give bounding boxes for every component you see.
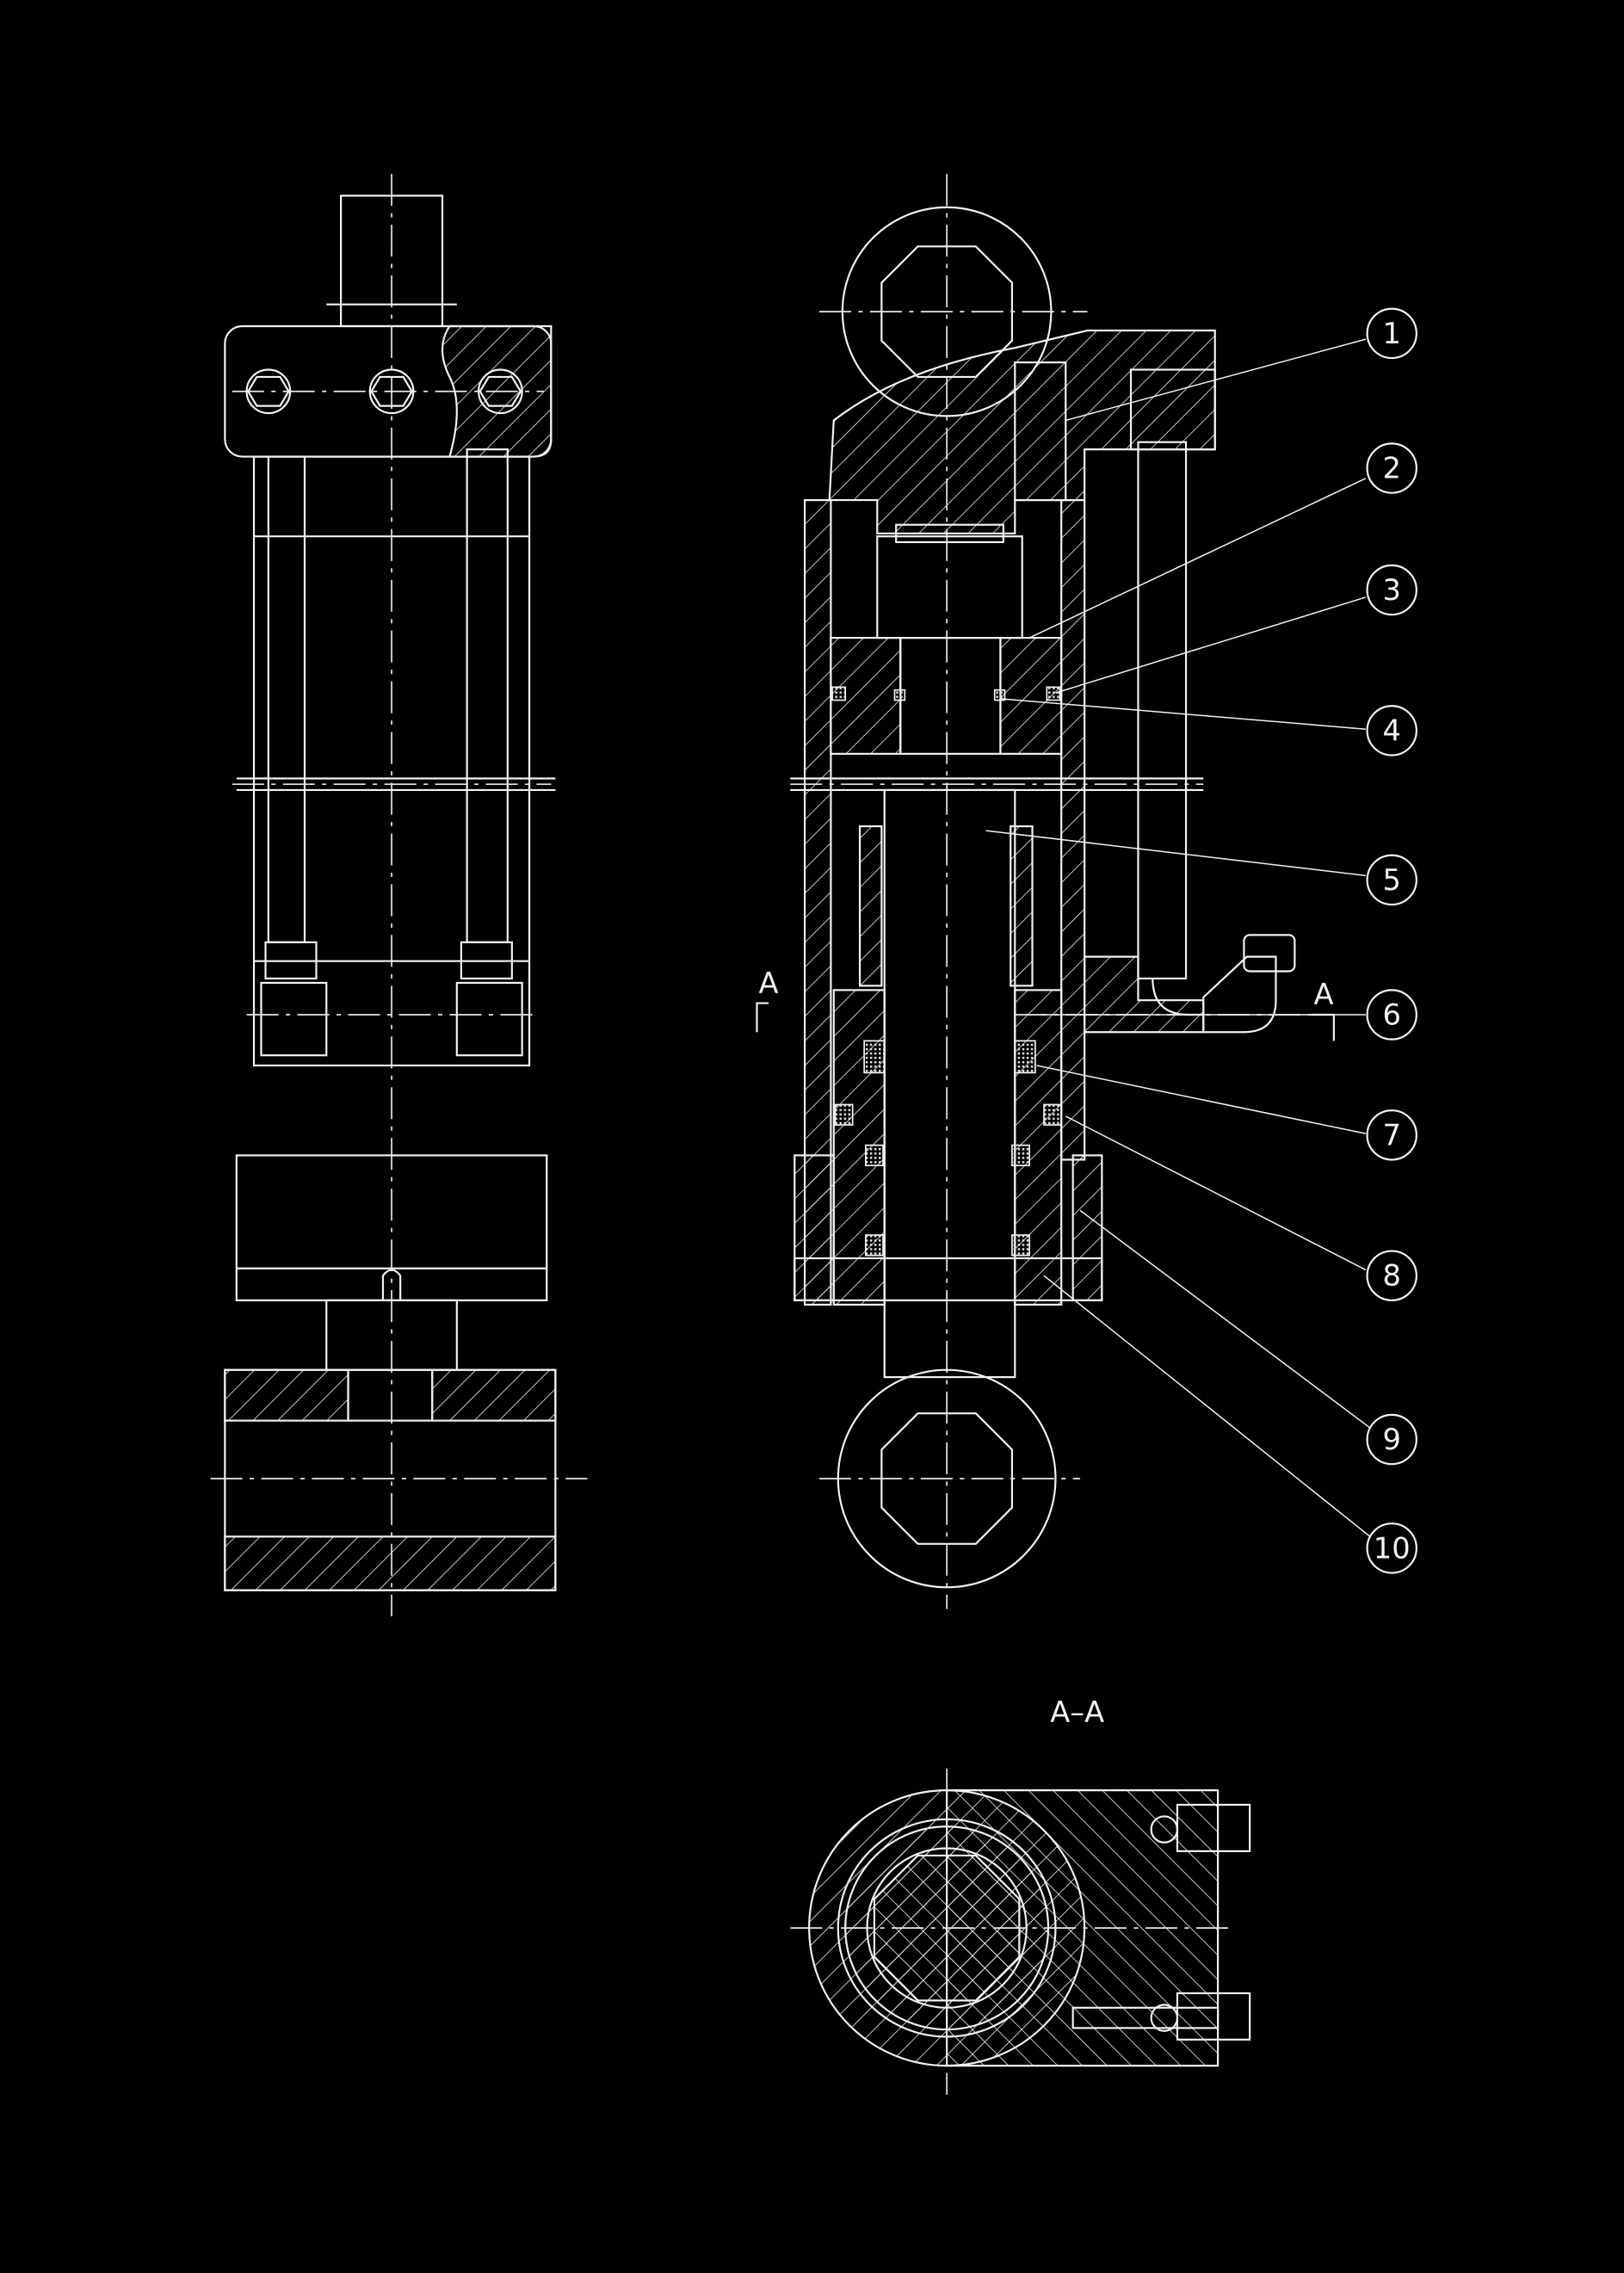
callout-1: 1 — [1366, 307, 1417, 360]
side-view — [210, 174, 588, 1617]
section-arrow-left — [756, 1002, 769, 1033]
svg-text:9: 9 — [1383, 1423, 1401, 1456]
callouts: 1 2 3 4 5 6 7 8 9 10 — [985, 307, 1417, 1574]
section-a-a-view — [790, 1768, 1251, 2095]
callout-2: 2 — [1366, 442, 1417, 494]
callout-4: 4 — [1366, 705, 1417, 757]
callout-3: 3 — [1366, 564, 1417, 616]
svg-text:3: 3 — [1383, 573, 1401, 607]
svg-text:2: 2 — [1383, 452, 1401, 485]
svg-text:5: 5 — [1383, 863, 1401, 897]
callout-8: 8 — [1366, 1250, 1417, 1301]
section-marker-left: A — [758, 967, 778, 1000]
svg-text:8: 8 — [1383, 1259, 1401, 1293]
section-title: A–A — [1050, 1695, 1104, 1729]
callout-10: 10 — [1366, 1523, 1417, 1574]
svg-text:4: 4 — [1383, 713, 1401, 747]
section-arrow-right — [1312, 1013, 1335, 1041]
callout-6: 6 — [1366, 989, 1417, 1041]
svg-text:7: 7 — [1383, 1118, 1401, 1152]
callout-9: 9 — [1366, 1413, 1417, 1466]
callout-7: 7 — [1366, 1109, 1417, 1161]
svg-text:6: 6 — [1383, 998, 1401, 1032]
section-view — [790, 174, 1327, 1609]
section-marker-right: A — [1314, 978, 1334, 1011]
callout-5: 5 — [1366, 854, 1417, 906]
svg-text:10: 10 — [1374, 1531, 1411, 1565]
svg-text:1: 1 — [1383, 317, 1401, 350]
